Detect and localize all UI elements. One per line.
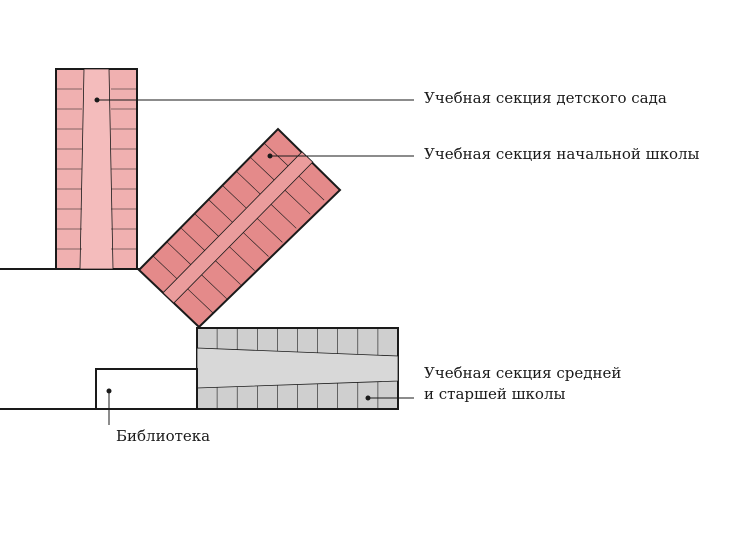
secondary-school-label-line-1: Учебная секция средней (424, 364, 621, 382)
primary-school-room-divider (263, 142, 289, 167)
primary-school-room-divider (166, 241, 192, 265)
primary-school-room-divider (194, 213, 219, 237)
primary-school-block (137, 127, 342, 329)
primary-school-corridor (162, 151, 314, 304)
kindergarten-leader (94, 97, 414, 103)
kindergarten-corridor (79, 68, 114, 270)
kindergarten-label: Учебная секция детского сада (424, 89, 667, 107)
primary-school-room-divider (215, 260, 241, 285)
primary-school-room-divider (236, 171, 261, 195)
primary-school-room-divider (152, 255, 178, 279)
primary-school-room-divider (249, 156, 275, 181)
secondary-leader (365, 395, 414, 401)
library-label: Библиотека (116, 427, 210, 445)
primary-leader (267, 153, 414, 159)
primary-school-room-divider (229, 246, 255, 271)
primary-school-room-divider (284, 190, 311, 215)
primary-school-room-divider (180, 227, 205, 251)
secondary-school-label-line-2: и старшей школы (424, 385, 565, 403)
primary-school-room-divider (256, 218, 283, 243)
primary-school-room-divider (201, 274, 228, 300)
primary-school-room-divider (298, 175, 325, 201)
primary-school-room-divider (243, 232, 269, 257)
primary-school-room-divider (270, 204, 297, 229)
primary-school-label: Учебная секция начальной школы (424, 145, 700, 163)
kindergarten-room-grid (56, 88, 137, 250)
primary-school-room-divider (187, 288, 214, 314)
primary-school-room-divider (222, 185, 247, 209)
primary-school-room-grid (152, 142, 325, 314)
library-leader (106, 388, 112, 425)
library-block (95, 368, 198, 410)
primary-school-room-divider (208, 199, 233, 223)
secondary-school-room-grid (216, 328, 379, 409)
secondary-school-block (196, 327, 399, 410)
